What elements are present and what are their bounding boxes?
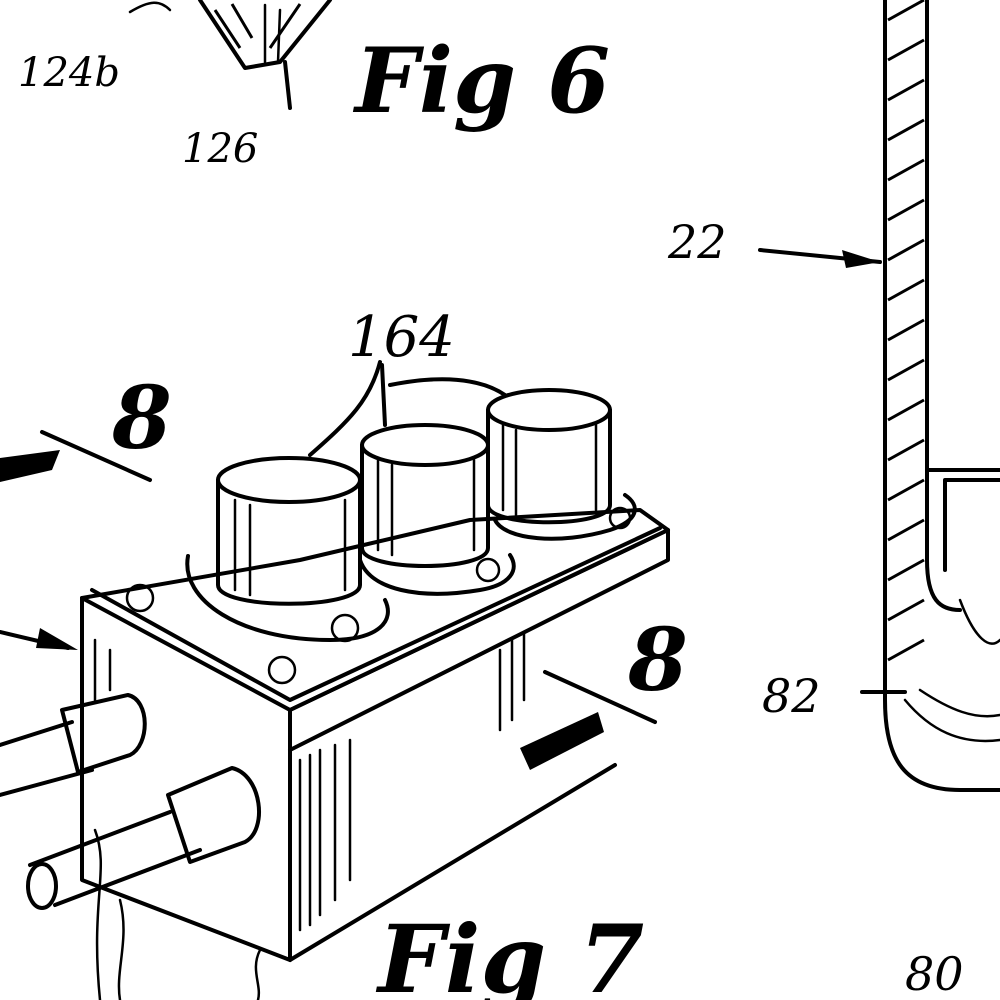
valve-cylinder-3	[486, 388, 612, 525]
wires	[93, 828, 262, 1000]
pipe-upper	[0, 693, 147, 797]
arrowhead-22	[842, 250, 880, 268]
section-arrow-right	[520, 712, 604, 770]
ref-126: 126	[182, 126, 258, 172]
ref-22: 22	[667, 215, 727, 269]
section-arrow-left	[0, 450, 60, 482]
ref-164: 164	[348, 305, 455, 370]
leader-164-c	[388, 377, 507, 397]
fig6-fragment	[128, 0, 332, 110]
section-line-right	[543, 670, 657, 724]
valve-cylinder-1	[216, 456, 362, 606]
leader-164-b	[380, 363, 387, 427]
container-wall	[883, 0, 1000, 792]
section-mark-left: 8	[111, 368, 172, 469]
section-line-left	[40, 430, 152, 482]
section-mark-right: 8	[627, 610, 688, 711]
valve-block	[80, 493, 670, 962]
ref-124b: 124b	[18, 50, 120, 96]
fig6-label: Fig 6	[352, 28, 610, 134]
ref-82: 82	[762, 669, 821, 723]
arrowhead-left	[36, 628, 78, 650]
leader-164-a	[308, 360, 382, 457]
pipe-lower	[26, 766, 261, 910]
fig7-label: Fig 7	[375, 905, 644, 1000]
ref-80: 80	[905, 947, 964, 1000]
valve-cylinder-2	[360, 423, 490, 568]
